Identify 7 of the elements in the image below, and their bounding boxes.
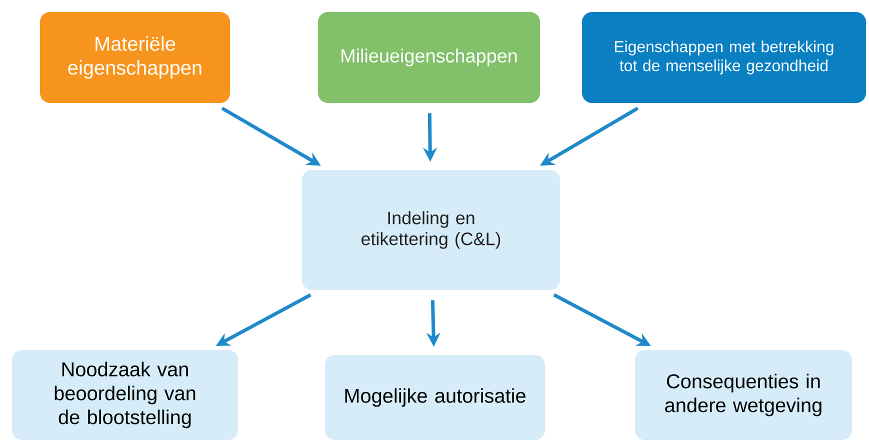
box: Eigenschappen met betrekking tot de menselijke gezondheid (582, 12, 866, 103)
box: Indeling en etikettering (C&L) (302, 170, 560, 290)
box: Mogelijke autorisatie (325, 355, 545, 440)
box: Consequenties in andere wetgeving (635, 350, 852, 440)
box: Materiële eigenschappen (40, 12, 230, 103)
box: Milieueigenschappen (318, 12, 540, 103)
box: Noodzaak van beoordeling van de blootstelling (12, 350, 238, 440)
